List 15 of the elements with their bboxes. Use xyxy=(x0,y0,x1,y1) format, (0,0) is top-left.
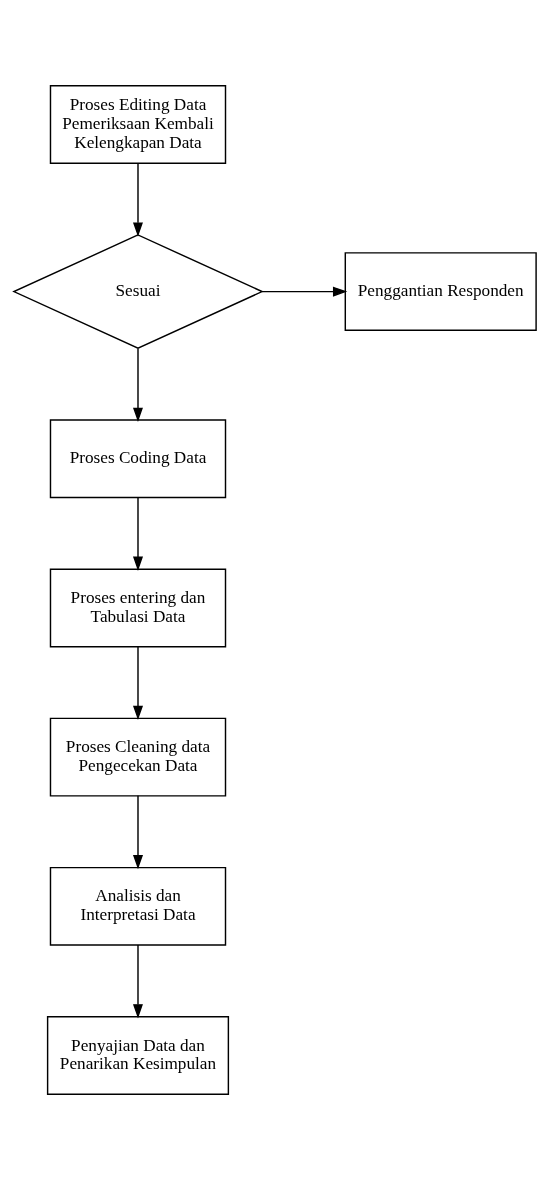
arrow xyxy=(132,162,143,237)
node-box: Penyajian Data dan Penarikan Kesimpulan xyxy=(46,1016,230,1095)
node-box: Penggantian Responden xyxy=(344,252,537,332)
node-box: Proses Cleaning data Pengecekan Data xyxy=(49,717,227,797)
node-diamond: Sesuai xyxy=(12,234,264,350)
arrow xyxy=(261,286,348,297)
node-box: Proses Editing Data Pemeriksaan Kembali Kelengkapan Data xyxy=(49,85,227,164)
arrow xyxy=(132,496,143,571)
arrow xyxy=(132,645,143,721)
node-box: Analisis dan Interpretasi Data xyxy=(49,866,227,946)
node-box: Proses entering dan Tabulasi Data xyxy=(49,568,227,648)
arrow xyxy=(132,347,143,422)
node-box: Proses Coding Data xyxy=(49,419,227,499)
arrow xyxy=(132,795,143,870)
arrow xyxy=(132,944,143,1019)
